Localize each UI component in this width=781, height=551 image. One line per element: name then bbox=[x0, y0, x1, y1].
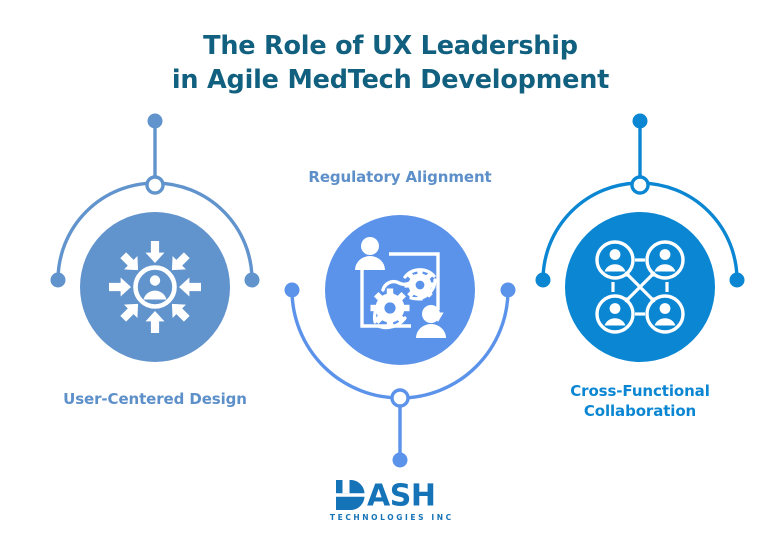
person-top-left bbox=[355, 237, 385, 270]
arc-end-dot-right bbox=[729, 272, 745, 288]
page-title: The Role of UX Leadership in Agile MedTe… bbox=[171, 31, 610, 95]
node-label-cross-functional-collaboration: Cross-Functional Collaboration bbox=[570, 382, 710, 420]
person-inward-arrows-icon bbox=[109, 241, 201, 333]
gear-lower bbox=[370, 288, 410, 328]
x-cross bbox=[625, 272, 655, 302]
node-user-centered-design: User-Centered Design bbox=[20, 110, 290, 430]
dash-logo: ASH TECHNOLOGIES INC bbox=[0, 479, 781, 524]
stem-bottom-dot bbox=[392, 452, 408, 468]
stem-top-dot bbox=[147, 113, 163, 129]
team-network-icon bbox=[595, 240, 685, 334]
dash-tagline: TECHNOLOGIES INC bbox=[329, 513, 454, 522]
connector-cfc bbox=[535, 113, 745, 288]
regulatory-alignment-graphic bbox=[284, 215, 516, 468]
dash-d-notch bbox=[342, 480, 350, 494]
connector-ra bbox=[284, 282, 516, 468]
gear-upper bbox=[404, 269, 436, 301]
arc-end-dot-left bbox=[284, 282, 300, 298]
node-label-user-centered-design: User-Centered Design bbox=[63, 390, 247, 408]
arc-nadir-ring bbox=[390, 388, 410, 408]
node-regulatory-alignment: Regulatory Alignment bbox=[265, 150, 535, 480]
node-label-regulatory-alignment: Regulatory Alignment bbox=[308, 168, 492, 186]
arc-apex-ring bbox=[630, 175, 650, 195]
icon-circle bbox=[325, 215, 475, 365]
arc-end-dot-left bbox=[535, 272, 551, 288]
avatar-top-left bbox=[595, 240, 635, 280]
person-bottom-right bbox=[416, 305, 446, 338]
arc-end-dot-right bbox=[244, 272, 260, 288]
people-gears-workflow-icon bbox=[355, 237, 446, 338]
stem-top-dot bbox=[632, 113, 648, 129]
dash-wordmark: ASH bbox=[327, 479, 453, 514]
cross-functional-collaboration-graphic bbox=[535, 113, 745, 362]
node-cross-functional-collaboration: Cross-Functional Collaboration bbox=[505, 110, 775, 440]
arc-apex-ring bbox=[145, 175, 165, 195]
connector-ucd bbox=[50, 113, 260, 288]
arc-end-dot-left bbox=[50, 272, 66, 288]
avatar-bottom-right bbox=[645, 294, 685, 334]
avatar-top-right bbox=[645, 240, 685, 280]
dash-wordmark-svg: ASH bbox=[336, 479, 436, 514]
arc-end-dot-right bbox=[500, 282, 516, 298]
icon-circle bbox=[80, 212, 230, 362]
user-centered-design-graphic bbox=[50, 113, 260, 362]
dash-ash-letters: ASH bbox=[367, 480, 435, 510]
avatar-bottom-left bbox=[595, 294, 635, 334]
